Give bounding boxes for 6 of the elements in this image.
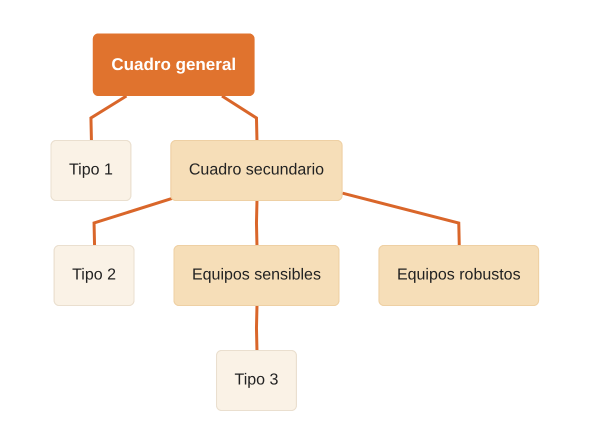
connector bbox=[254, 306, 258, 352]
connector bbox=[342, 192, 460, 246]
connector bbox=[89, 94, 127, 142]
connector bbox=[92, 197, 172, 246]
connector bbox=[254, 201, 258, 246]
connector bbox=[220, 94, 258, 142]
